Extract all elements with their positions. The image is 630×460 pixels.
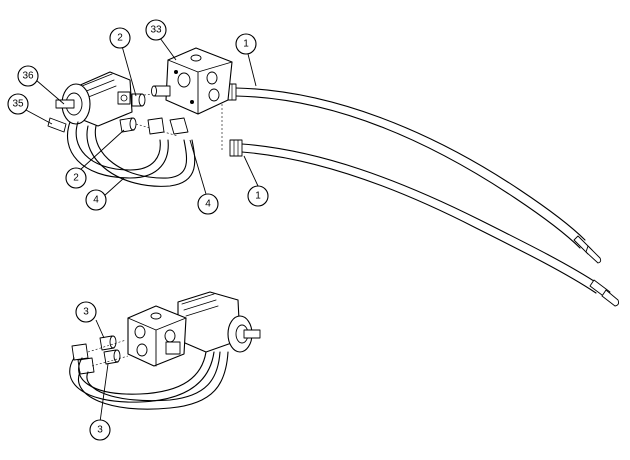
svg-text:3: 3 [83, 307, 89, 318]
svg-text:36: 36 [22, 71, 34, 82]
bottom-assembly: 3 3 [69, 291, 261, 441]
bottom-short-hoses [69, 351, 229, 410]
callout-2-left: 2 [65, 129, 125, 189]
top-assembly: 36 35 2 33 1 2 4 [7, 19, 620, 307]
svg-text:1: 1 [255, 191, 261, 202]
callout-3-top: 3 [75, 301, 105, 339]
svg-text:3: 3 [97, 425, 103, 436]
callout-35: 35 [7, 93, 53, 125]
callout-36: 36 [17, 65, 65, 105]
callout-3-bottom: 3 [89, 363, 111, 441]
callout-4-right: 4 [189, 139, 219, 215]
bracket-35 [47, 117, 67, 133]
motor-bottom [177, 291, 261, 353]
svg-text:33: 33 [150, 25, 162, 36]
svg-text:1: 1 [243, 39, 249, 50]
valve-block-33 [151, 47, 233, 115]
fitting-2-left [119, 117, 137, 133]
fittings-3 [71, 335, 121, 375]
short-hoses-4 [66, 117, 196, 187]
callout-1-top: 1 [235, 33, 257, 87]
callout-33: 33 [145, 19, 177, 61]
svg-text:4: 4 [205, 199, 211, 210]
callout-2-top: 2 [109, 27, 137, 97]
hose-upper [223, 83, 602, 264]
valve-block-bottom [127, 305, 187, 367]
svg-text:2: 2 [73, 173, 79, 184]
callout-4-left: 4 [85, 177, 125, 211]
svg-text:35: 35 [12, 99, 24, 110]
callout-1-bottom: 1 [243, 155, 269, 207]
svg-text:4: 4 [93, 195, 99, 206]
motor-36 [55, 71, 133, 127]
svg-text:2: 2 [117, 33, 123, 44]
fitting-2-top [131, 93, 146, 107]
hose-lower [229, 139, 620, 307]
